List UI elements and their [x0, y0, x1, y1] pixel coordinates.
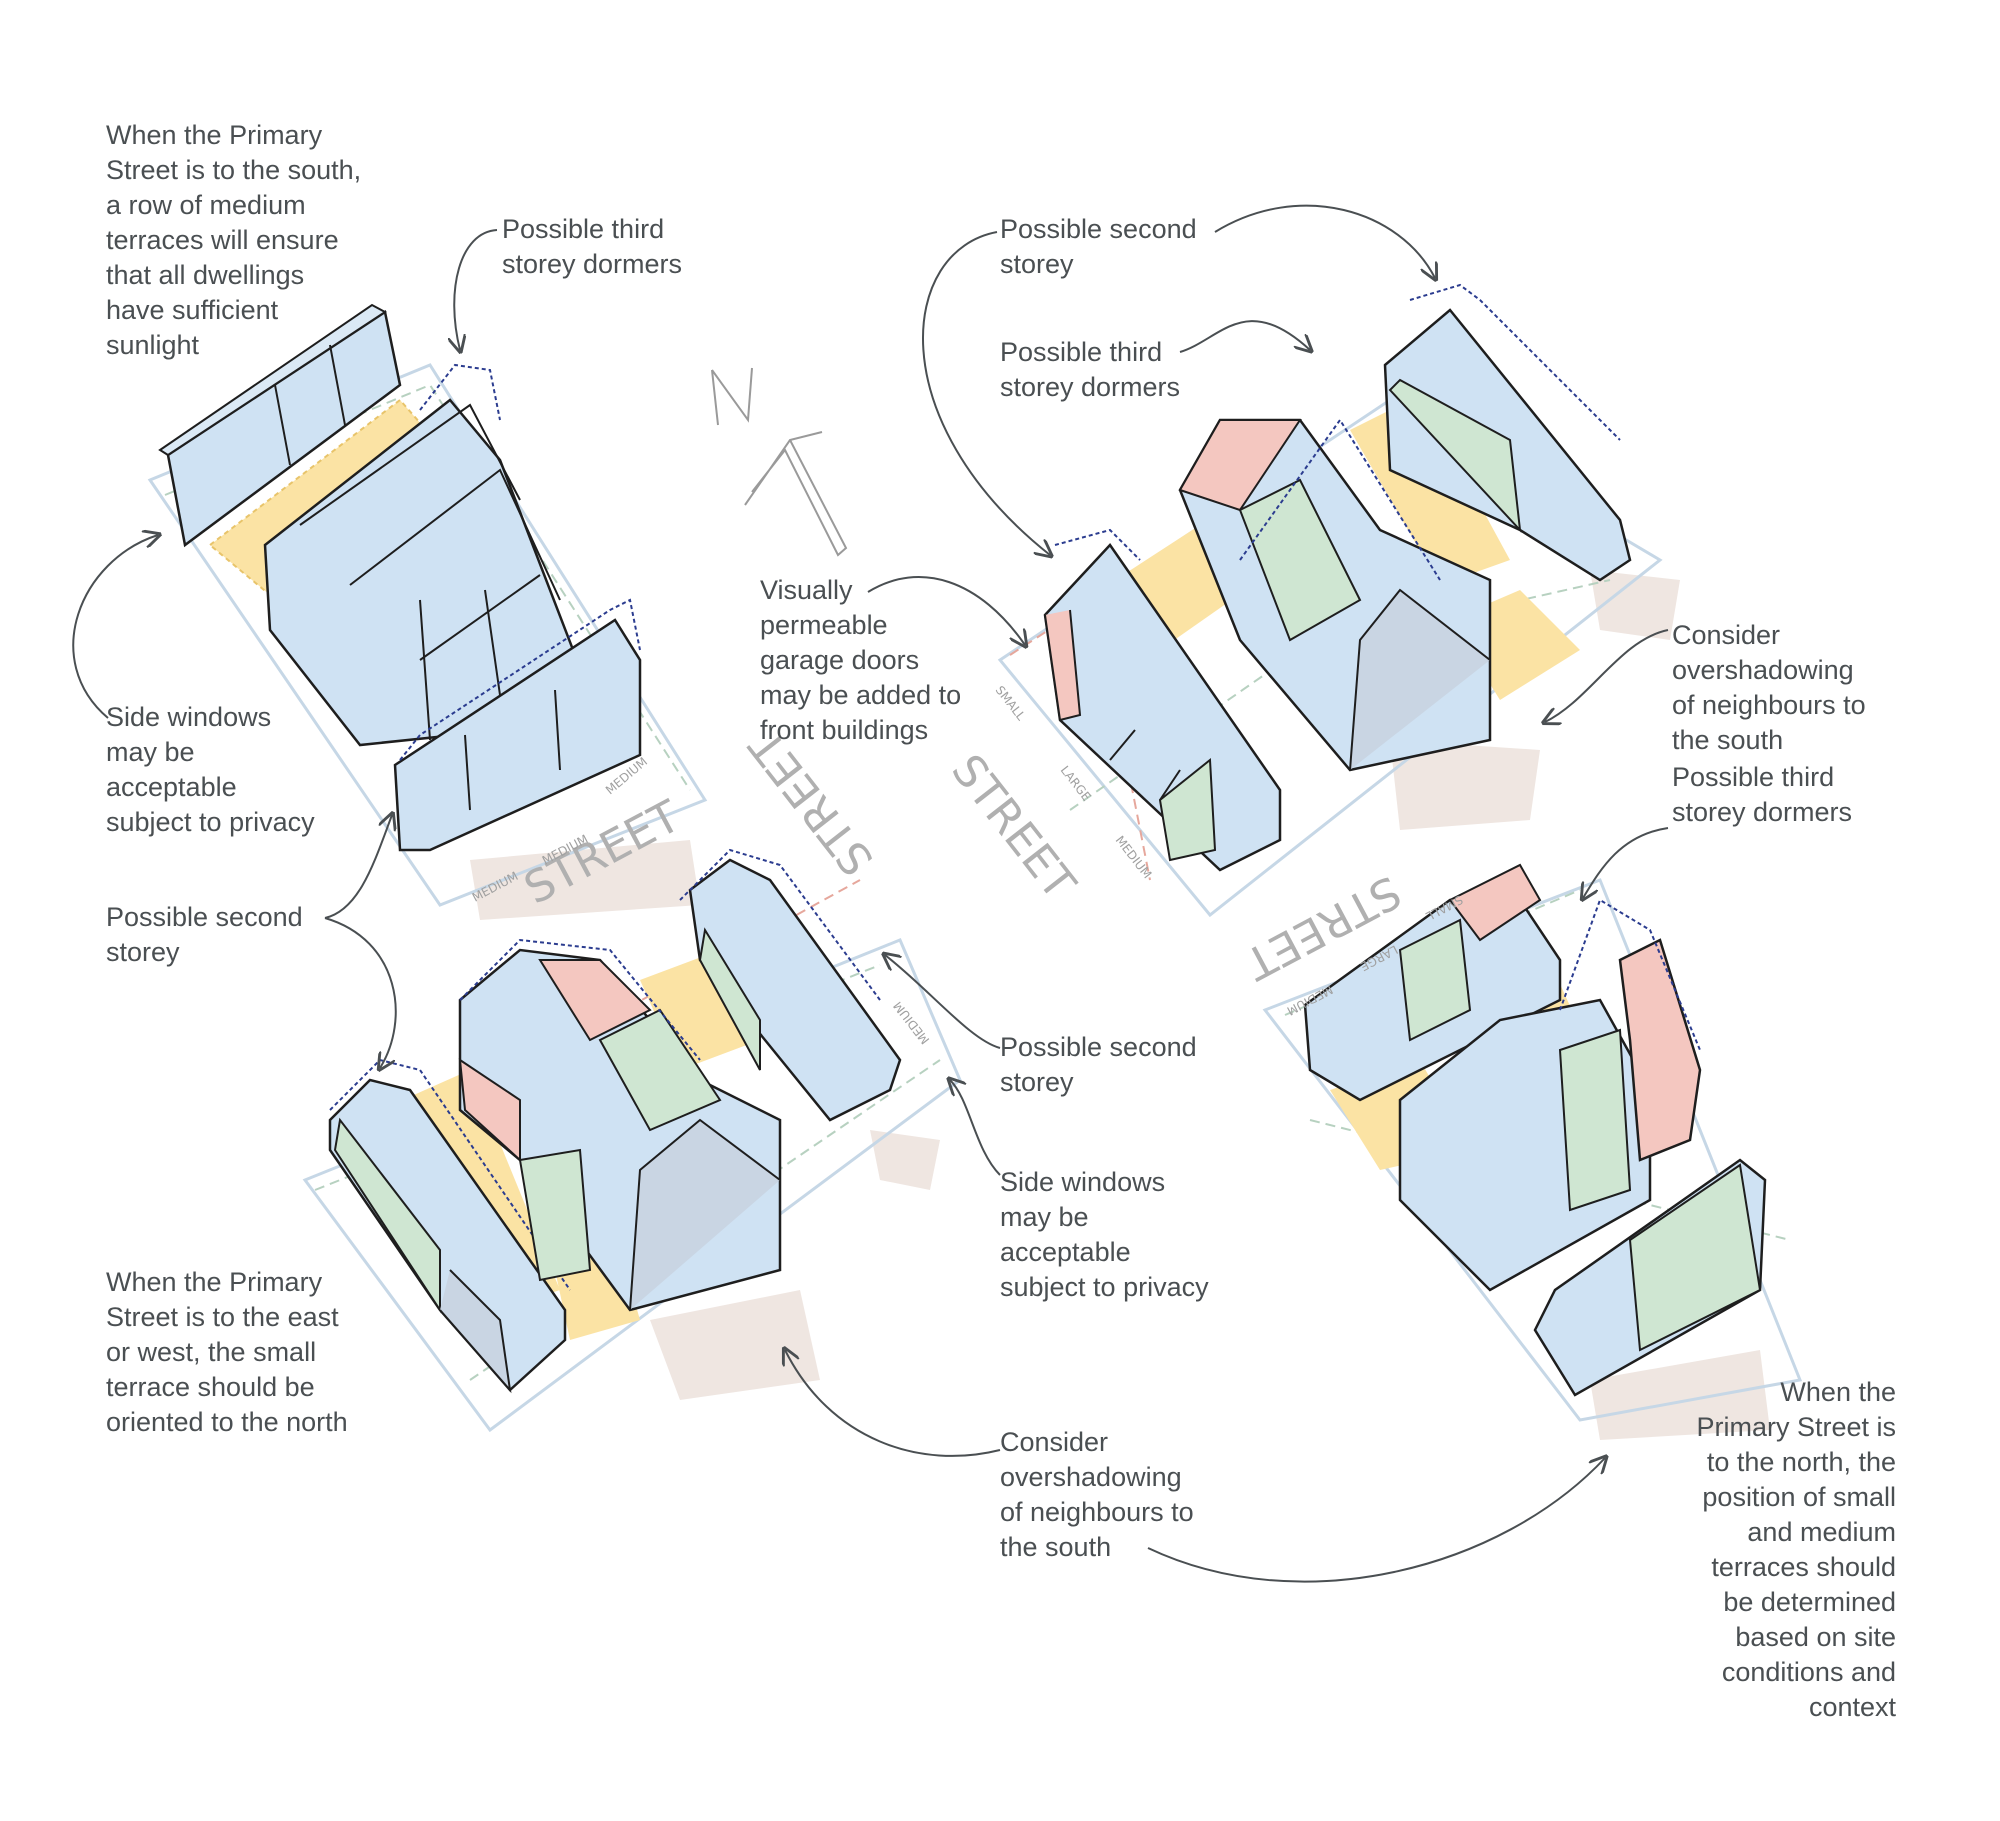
- arrow-second-storey-b-left: [922, 231, 1050, 555]
- block-a-sketch: STREET MEDIUM MEDIUM MEDIUM: [147, 303, 708, 920]
- front-terrace: [393, 618, 642, 852]
- note-primary-south: When the Primary Street is to the south,…: [106, 120, 362, 360]
- red-wall: [1178, 419, 1302, 512]
- block-b-sketch: STREET SMALL LARGE MEDIUM: [941, 283, 1680, 918]
- green-wall: [1558, 1028, 1632, 1212]
- green-wall: [1628, 1163, 1762, 1352]
- note-side-windows-c: Side windows may be acceptable subject t…: [1000, 1167, 1209, 1302]
- arrow-side-windows-a: [72, 535, 158, 719]
- shadow: [1590, 570, 1680, 640]
- small-terrace: [328, 1078, 567, 1392]
- arrow-second-storey-a-down: [324, 917, 397, 1068]
- lot-label-medium-c: MEDIUM: [891, 999, 933, 1047]
- shadow: [870, 1130, 940, 1190]
- arrow-second-storey-a-up: [324, 815, 392, 919]
- arrow-second-storey-b: [1214, 204, 1435, 278]
- arrow-dormers-d: [1583, 827, 1669, 898]
- note-overshadow-c: Consider overshadowing of neighbours to …: [1000, 1427, 1194, 1562]
- arrow-side-windows-c: [950, 1080, 1001, 1176]
- green-wall: [1398, 918, 1472, 1042]
- arrow-second-storey-c: [885, 955, 1001, 1049]
- red-wall: [538, 959, 652, 1042]
- shadow: [650, 1290, 820, 1400]
- note-second-storey-b: Possible second storey: [1000, 214, 1197, 279]
- arrow-primary-north: [1147, 1458, 1605, 1583]
- note-dormers-b: Possible third storey dormers: [1000, 337, 1181, 402]
- note-primary-east-west: When the Primary Street is to the east o…: [106, 1267, 348, 1437]
- green-wall: [1238, 478, 1362, 642]
- note-side-windows-a: Side windows may be acceptable subject t…: [106, 702, 315, 837]
- note-second-storey-a: Possible second storey: [106, 902, 303, 967]
- north-arrow-icon: [711, 367, 848, 557]
- shadow: [470, 840, 700, 920]
- arrow-overshadow-d: [1545, 629, 1669, 722]
- shadow: [1590, 1350, 1770, 1440]
- note-garage-doors: Visually permeable garage doors may be a…: [760, 575, 962, 745]
- red-wall: [1448, 863, 1542, 942]
- note-overshadow-d: Consider overshadowing of neighbours to …: [1672, 620, 1866, 755]
- arrow-dormers-b: [1179, 320, 1310, 352]
- shadow: [1390, 740, 1540, 830]
- green-wall: [518, 1148, 592, 1282]
- note-second-storey-c: Possible second storey: [1000, 1032, 1197, 1097]
- callout-arrows: [72, 204, 1669, 1583]
- block-d-sketch: STREET MEDIUM LARGE SMALL: [1237, 863, 1803, 1440]
- note-primary-north: When the Primary Street is to the north,…: [1696, 1377, 1896, 1722]
- arrow-garage-doors: [867, 576, 1025, 645]
- note-dormers-d: Possible third storey dormers: [1672, 762, 1853, 827]
- green-wall: [598, 1008, 722, 1132]
- arrow-overshadow-c: [785, 1350, 1001, 1457]
- arrow-dormers-a: [454, 229, 498, 350]
- red-wall: [1618, 938, 1702, 1162]
- note-dormers-a: Possible third storey dormers: [502, 214, 683, 279]
